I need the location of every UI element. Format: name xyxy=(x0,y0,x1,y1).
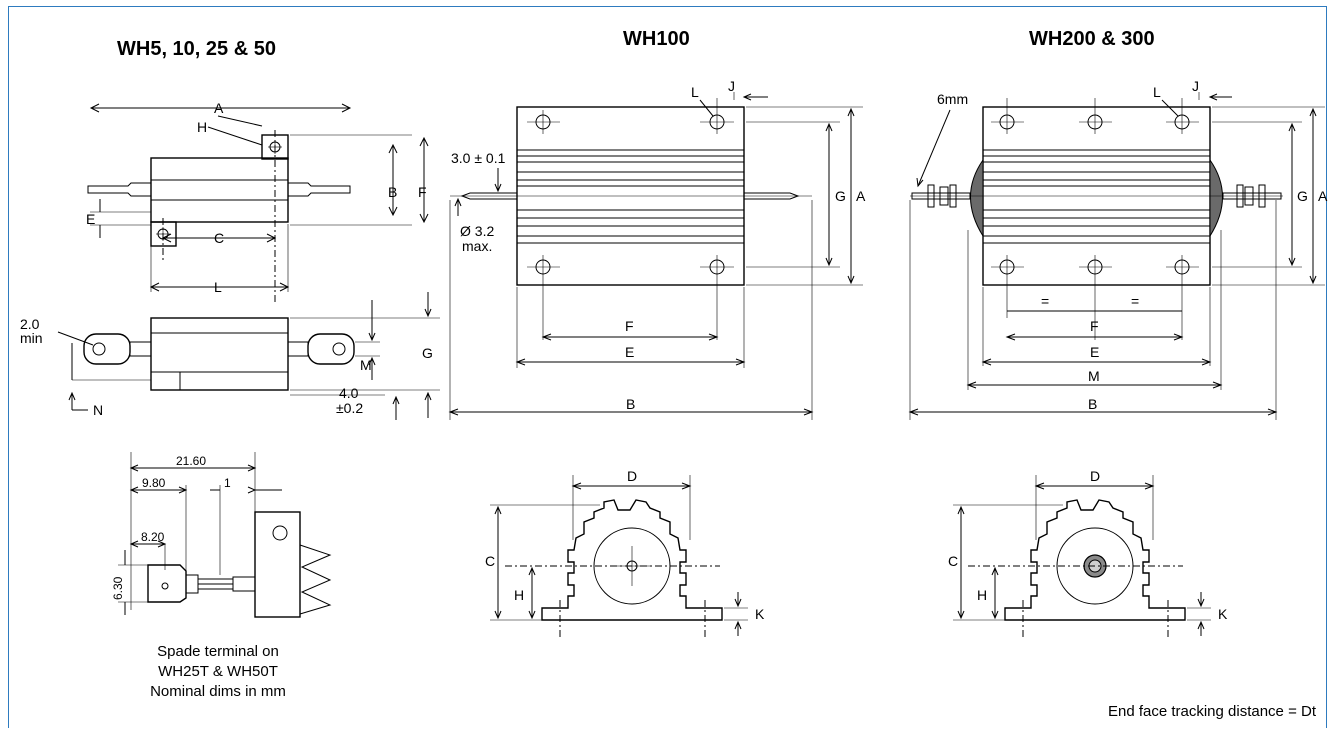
dim-j-label-wh100: J xyxy=(728,78,735,94)
caption-line-2: WH25T & WH50T xyxy=(158,663,278,680)
caption-line-3: Nominal dims in mm xyxy=(150,683,286,700)
spade-terminal-detail: 21.60 9.80 1 8.20 6.30 xyxy=(111,452,332,618)
tolerance-value-label: 4.0 xyxy=(339,385,359,401)
dim-d-label-wh200: D xyxy=(1090,468,1100,484)
spade-dim-1: 1 xyxy=(224,476,231,490)
equal-spacing-left: = xyxy=(1041,293,1049,309)
spade-dim-980: 9.80 xyxy=(142,476,166,490)
title-wh100: WH100 xyxy=(623,28,690,50)
dim-h-label-wh100: H xyxy=(514,587,524,603)
dim-e-label-wh200: E xyxy=(1090,344,1099,360)
dim-h-label: H xyxy=(197,119,207,135)
dim-f-label-wh200: F xyxy=(1090,318,1099,334)
equal-spacing-right: = xyxy=(1131,293,1139,309)
dim-a-label: A xyxy=(214,100,224,116)
pin-diameter-label: 3.0 ± 0.1 xyxy=(451,150,506,166)
dim-g-label-wh100: G xyxy=(835,188,846,204)
dim-g-label-wh200: G xyxy=(1297,188,1308,204)
dim-c-label-wh100: C xyxy=(485,553,495,569)
spade-dim-2160: 21.60 xyxy=(176,454,206,468)
min-value-label: 2.0 xyxy=(20,316,40,332)
caption-line-1: Spade terminal on xyxy=(157,643,279,660)
dim-j-label-wh200: J xyxy=(1192,78,1199,94)
dim-c-label: C xyxy=(214,230,224,246)
spade-dim-820: 8.20 xyxy=(141,530,165,544)
dim-n-label: N xyxy=(93,402,103,418)
spade-dim-630: 6.30 xyxy=(111,576,125,600)
diagram-frame xyxy=(8,6,1327,728)
spade-caption: Spade terminal on WH25T & WH50T Nominal … xyxy=(118,642,318,702)
dim-l-label: L xyxy=(214,279,222,295)
dim-b-label: B xyxy=(388,184,397,200)
dim-l-label-wh100: L xyxy=(691,84,699,100)
dim-m-label: M xyxy=(360,357,372,373)
wh5-50-side-view: 2.0 min N G M 4.0 ±0.2 xyxy=(20,292,440,420)
min-suffix-label: min xyxy=(20,330,43,346)
stud-size-label: 6mm xyxy=(937,91,968,107)
dim-d-label-wh100: D xyxy=(627,468,637,484)
dim-a-label-wh100: A xyxy=(856,188,866,204)
tolerance-range-label: ±0.2 xyxy=(336,400,363,416)
dim-m-label-wh200: M xyxy=(1088,368,1100,384)
dim-g-label: G xyxy=(422,345,433,361)
dim-f-label-wh100: F xyxy=(625,318,634,334)
wh5-50-plan-view: A H B F E C xyxy=(86,100,429,305)
wh200-300-end-view: D C H K xyxy=(948,468,1228,640)
pin-max-value-label: Ø 3.2 xyxy=(460,223,494,239)
dim-b-label-wh200: B xyxy=(1088,396,1097,412)
dim-h-label-wh200: H xyxy=(977,587,987,603)
title-wh200-300: WH200 & 300 xyxy=(1029,28,1155,50)
dim-l-label-wh200: L xyxy=(1153,84,1161,100)
dim-c-label-wh200: C xyxy=(948,553,958,569)
title-wh5-50: WH5, 10, 25 & 50 xyxy=(117,38,276,60)
footnote: End face tracking distance = Dt xyxy=(1107,703,1316,720)
dim-a-label-wh200: A xyxy=(1318,188,1328,204)
wh200-300-plan-view: 6mm L J G A = = F E xyxy=(908,78,1328,420)
dim-b-label-wh100: B xyxy=(626,396,635,412)
dim-f-label: F xyxy=(418,184,427,200)
wh100-end-view: D C H K xyxy=(485,468,765,640)
pin-max-suffix-label: max. xyxy=(462,238,492,254)
dim-k-label-wh200: K xyxy=(1218,606,1228,622)
wh100-plan-view: 3.0 ± 0.1 Ø 3.2 max. L J G A F E xyxy=(448,78,866,420)
dim-k-label-wh100: K xyxy=(755,606,765,622)
dim-e-label-wh100: E xyxy=(625,344,634,360)
dim-e-label: E xyxy=(86,211,95,227)
